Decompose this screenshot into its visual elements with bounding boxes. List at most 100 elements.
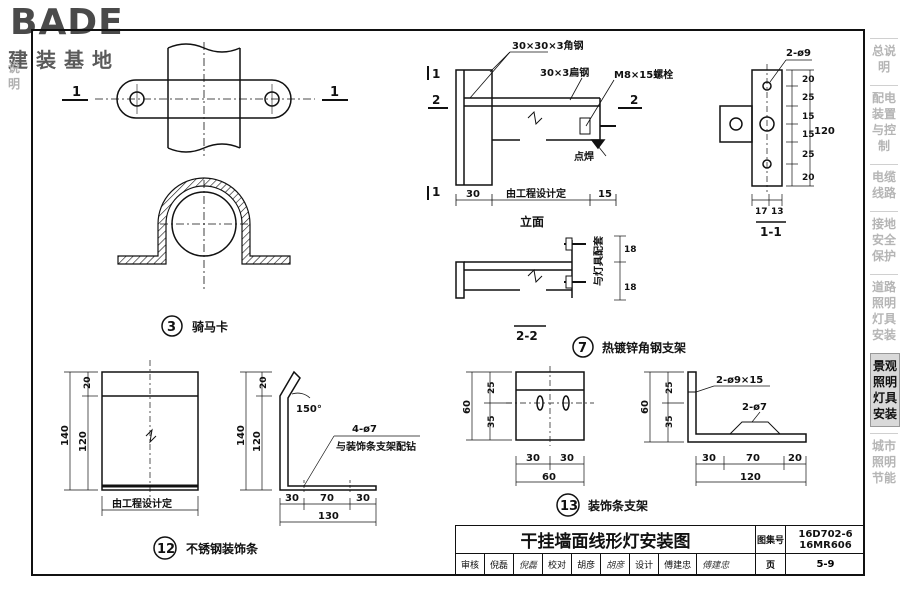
fig7-section-1-1	[719, 59, 814, 223]
fig7-label-bolt: M8×15螺栓	[614, 68, 673, 81]
fig13-number: 13	[560, 499, 578, 514]
fig13-dim-h2-2: 20	[788, 453, 802, 464]
fig13-dim-h2-0: 30	[702, 453, 716, 464]
fig3-number-circle	[161, 315, 183, 337]
chapter-tab-cable[interactable]: 电缆线路	[870, 164, 898, 205]
fig7-dim-11-v1: 25	[802, 93, 815, 103]
review-signature: 倪磊	[514, 554, 544, 574]
fig7-section-2-right: 2	[630, 93, 638, 107]
fig3-clamp-plan	[62, 42, 348, 156]
fig3-number: 3	[167, 320, 176, 335]
fig7-dim-design: 由工程设计定	[506, 187, 566, 200]
fig7-elevation-caption: 立面	[520, 214, 544, 229]
fig7-dim-15: 15	[598, 189, 612, 200]
fig12-number: 12	[157, 542, 175, 557]
fig12-dim-h1: 70	[320, 493, 334, 504]
logo-text: BADE	[10, 2, 124, 43]
fig13-label-holes-b: 2-ø7	[742, 402, 767, 413]
fig7-label-flat: 30×3扁钢	[540, 66, 589, 79]
fig12-dim-140-side: 140	[236, 425, 247, 446]
fig7-section-2-2	[455, 235, 626, 327]
fig13-dim-h1: 30	[560, 453, 574, 464]
fig7-section-1-bottom: 1	[432, 185, 440, 199]
left-nav: 说 明	[3, 60, 25, 92]
chapter-tab-distribution[interactable]: 配电装置与控制	[870, 85, 898, 158]
logo-subtext: 建装基地	[8, 48, 120, 72]
review-name: 倪磊	[485, 554, 515, 574]
fig12-dim-120: 120	[78, 431, 89, 452]
page-number: 5-9	[816, 558, 835, 570]
fig7-section-2-left: 2	[432, 93, 440, 107]
fig12-dim-h2: 30	[356, 493, 370, 504]
signature-row: 审核 倪磊 倪磊 校对 胡彦 胡彦 设计 傅建忠 傅建忠	[456, 554, 756, 574]
fig7-dim-11-total: 120	[814, 126, 835, 137]
fig7-dim-11-v2: 15	[802, 112, 815, 122]
title-block: 干挂墙面线形灯安装图 图集号 16D702-6 16MR606 审核 倪磊 倪磊…	[455, 525, 865, 575]
chapter-tab-energy-saving[interactable]: 城市照明节能	[870, 433, 898, 490]
fig12-front-view	[64, 360, 199, 516]
fig13-dim-25: 25	[487, 381, 497, 394]
fig7-section-2-2-caption: 2-2	[516, 329, 538, 343]
fig3-caption: 骑马卡	[192, 319, 228, 334]
fig13-dim-60-side: 60	[640, 400, 651, 414]
fig13-label-holes-a: 2-ø9×15	[716, 375, 763, 386]
chapter-tab-landscape-lighting[interactable]: 景观照明灯具安装	[870, 353, 900, 427]
fig7-section-1-1-caption: 1-1	[760, 225, 782, 239]
fig7-number: 7	[578, 341, 587, 356]
check-name: 胡彦	[572, 554, 602, 574]
fig13-dim-25-side: 25	[665, 381, 675, 394]
drawing-frame	[31, 29, 865, 576]
fig7-label-weld: 点焊	[574, 150, 594, 163]
fig13-dim-35-side: 35	[665, 415, 675, 428]
fig12-label-mate: 与装饰条支架配钻	[336, 440, 416, 453]
chapter-tab-grounding[interactable]: 接地安全保护	[870, 211, 898, 268]
chapter-tab-general[interactable]: 总说明	[870, 38, 898, 79]
atlas-label: 图集号	[756, 526, 786, 554]
atlas-number: 16D702-6 16MR606	[786, 526, 865, 554]
fig12-dim-h0: 30	[285, 493, 299, 504]
fig7-dim-11-v4: 25	[802, 150, 815, 160]
fig12-dim-design: 由工程设计定	[112, 497, 172, 510]
fig7-dim-11-v3: 15	[802, 130, 815, 140]
left-nav-char: 说	[7, 61, 20, 75]
fig12-dim-20-side: 20	[259, 376, 269, 389]
fig12-number-circle	[153, 536, 177, 560]
atlas-number-2: 16MR606	[799, 539, 852, 551]
fig12-caption: 不锈钢装饰条	[186, 541, 259, 556]
review-label: 审核	[456, 554, 486, 574]
chapter-tab-road-lighting[interactable]: 道路照明灯具安装	[870, 274, 898, 347]
fig12-angle: 150°	[296, 404, 322, 415]
fig3-section-label-left: 1	[72, 85, 81, 100]
fig7-dim-18-bottom: 18	[624, 283, 637, 293]
fig7-section-1-top: 1	[432, 67, 440, 81]
fig12-dim-20: 20	[83, 376, 93, 389]
bade-logo: BADE 建装基地	[6, 2, 156, 72]
fig13-plate-view	[466, 366, 594, 486]
fig7-number-circle	[572, 336, 594, 358]
fig13-dim-60: 60	[462, 400, 473, 414]
fig12-dim-120-side: 120	[252, 431, 263, 452]
atlas-number-1: 16D702-6	[798, 528, 853, 540]
drawing-title: 干挂墙面线形灯安装图	[456, 526, 756, 554]
check-label: 校对	[543, 554, 573, 574]
fig13-caption: 装饰条支架	[587, 498, 648, 513]
fig13-number-circle	[556, 493, 580, 517]
fig12-side-view	[240, 370, 420, 526]
fig7-dim-30: 30	[466, 189, 480, 200]
fig13-dim-60h: 60	[542, 472, 556, 483]
design-name: 傅建忠	[659, 554, 698, 574]
fig13-dim-120: 120	[740, 472, 761, 483]
fig7-elevation	[427, 51, 642, 206]
fig12-label-holes: 4-ø7	[352, 424, 377, 435]
fig7-dim-11-h1: 13	[771, 207, 784, 217]
chapter-nav: 总说明 配电装置与控制 电缆线路 接地安全保护 道路照明灯具安装 景观照明灯具安…	[870, 38, 900, 496]
fig7-lamp-note: 与灯具配套	[592, 235, 605, 286]
page-label: 页	[756, 554, 786, 574]
left-nav-char: 明	[7, 77, 20, 91]
fig12-dim-total: 130	[318, 511, 339, 522]
fig13-dim-h2-1: 70	[746, 453, 760, 464]
fig7-dim-18-top: 18	[624, 245, 637, 255]
fig3-clamp-section	[117, 177, 291, 290]
fig13-dim-h0: 30	[526, 453, 540, 464]
